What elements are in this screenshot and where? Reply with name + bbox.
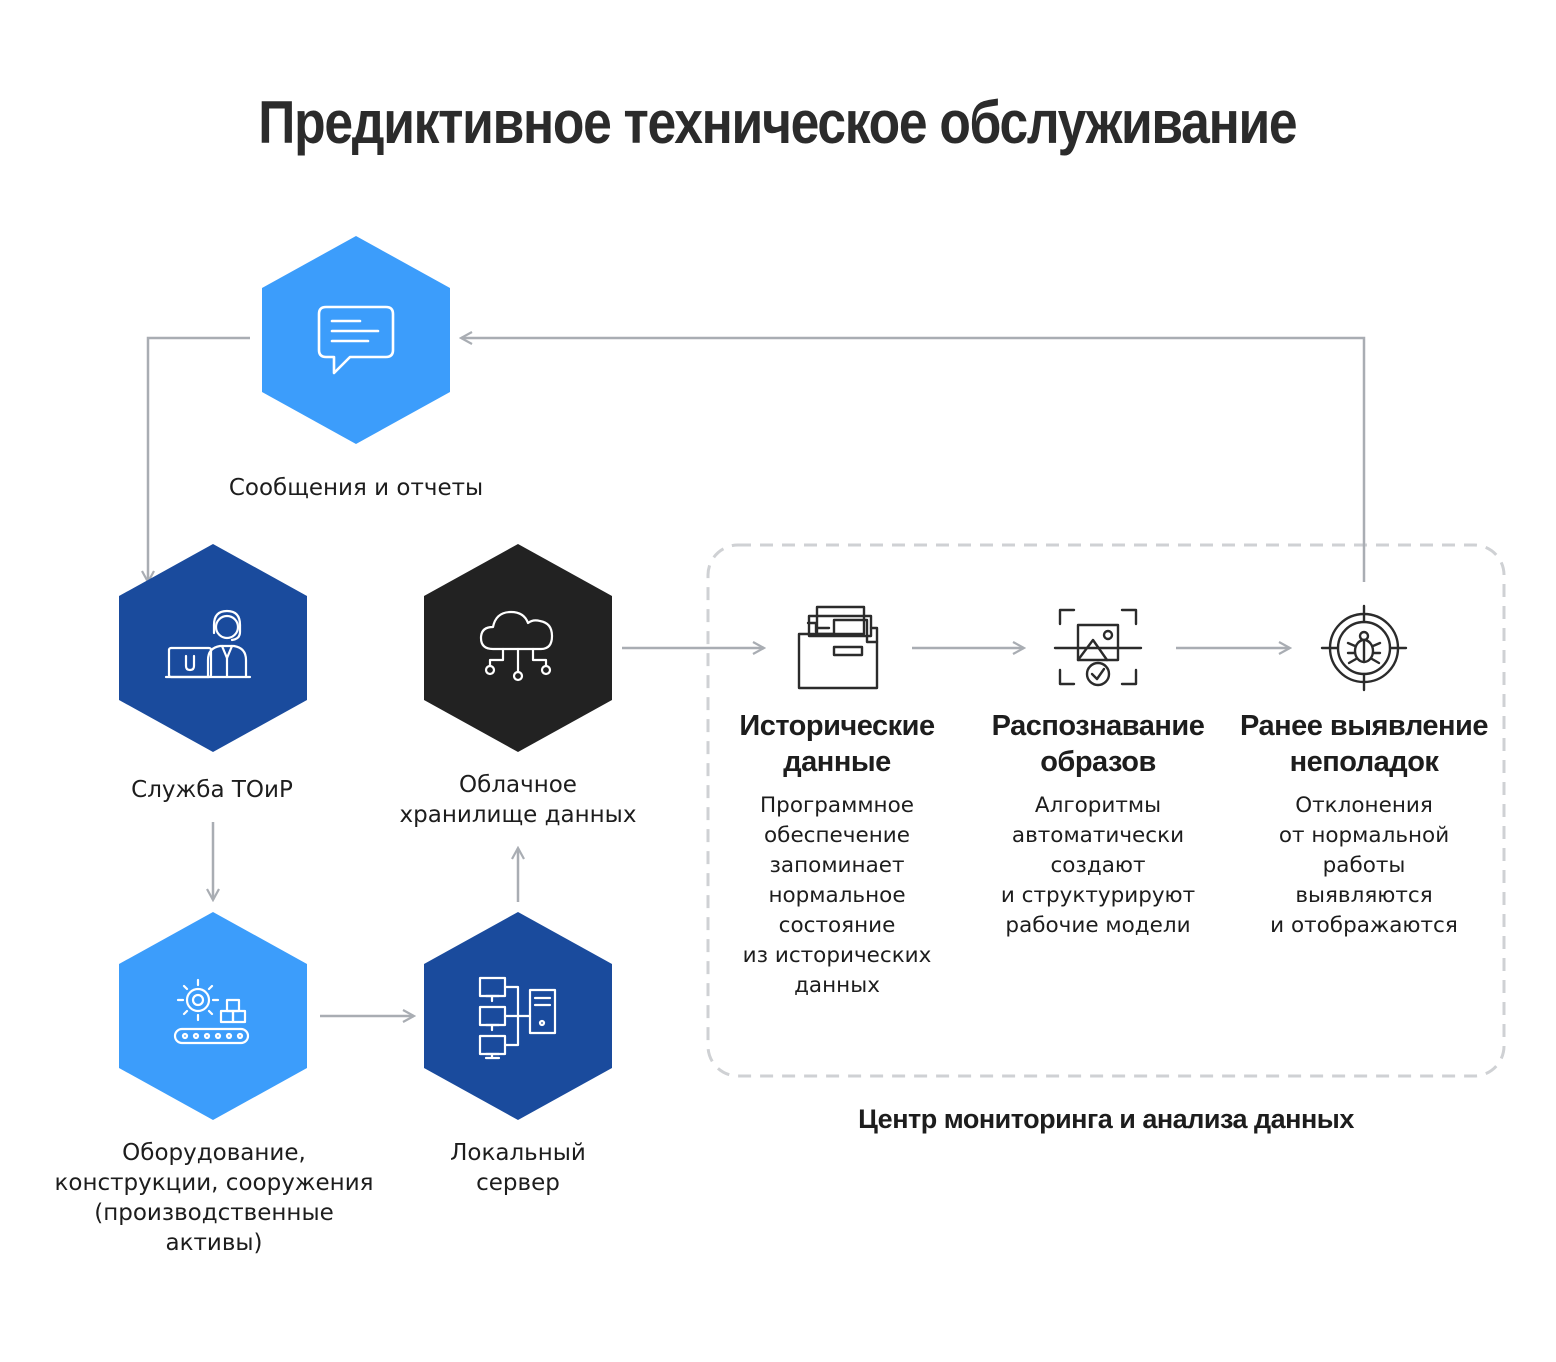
- arrow-messages-to-service: [148, 336, 250, 582]
- local-server-label: Локальный сервер: [368, 1138, 668, 1198]
- step-history-title: Исторические данные: [722, 708, 952, 780]
- step-pattern-title: Распознавание образов: [973, 708, 1223, 780]
- local-server-label-line: Локальный: [450, 1140, 586, 1166]
- step-detection-title-line: Ранее выявление: [1239, 710, 1489, 742]
- step-pattern-desc-line: и структурируют: [1000, 883, 1196, 908]
- step-pattern-description: Алгоритмы автоматически создают и структ…: [973, 791, 1223, 941]
- folder-documents-icon: [797, 605, 879, 690]
- step-detection-desc-line: Отклонения: [1295, 793, 1433, 818]
- step-pattern-desc-line: рабочие модели: [1005, 913, 1191, 938]
- step-history-title-line: Исторические: [739, 710, 935, 742]
- cloud-label-line: хранилище данных: [399, 802, 637, 828]
- image-scan-icon: [1053, 608, 1143, 687]
- equipment-hexagon: [119, 912, 307, 1120]
- step-detection-description: Отклонения от нормальной работы выявляют…: [1234, 791, 1494, 941]
- equipment-label-line: активы): [165, 1230, 263, 1256]
- step-detection-desc-line: и отображаются: [1270, 913, 1458, 938]
- step-history-title-line: данные: [783, 746, 891, 778]
- messages-label: Сообщения и отчеты: [228, 475, 484, 501]
- step-pattern-title-line: образов: [1040, 746, 1156, 778]
- step-history-desc-line: из исторических: [742, 943, 932, 968]
- step-pattern-title-line: Распознавание: [991, 710, 1205, 742]
- connectors: [148, 336, 1366, 1016]
- step-history-desc-line: Программное: [760, 793, 914, 818]
- step-pattern-desc-line: автоматически: [1011, 823, 1185, 848]
- monitoring-center-frame: [706, 543, 1506, 1078]
- gear-conveyor-icon: [173, 978, 250, 1045]
- bug-target-icon: [1320, 604, 1408, 692]
- step-history-desc-line: данных: [794, 973, 880, 998]
- service-label: Служба ТОиР: [131, 777, 293, 803]
- cloud-network-icon: [479, 610, 554, 682]
- step-history-desc-line: запоминает: [769, 853, 905, 878]
- step-detection-desc-line: работы: [1322, 853, 1406, 878]
- equipment-label: Оборудование, конструкции, сооружения (п…: [14, 1138, 414, 1258]
- step-detection-title-line: неполадок: [1289, 746, 1439, 778]
- step-history-desc-line: обеспечение: [764, 823, 910, 848]
- monitoring-center-label: Центр мониторинга и анализа данных: [858, 1104, 1354, 1134]
- cloud-label-line: Облачное: [459, 772, 577, 798]
- step-detection-title: Ранее выявление неполадок: [1234, 708, 1494, 780]
- step-history-description: Программное обеспечение запоминает норма…: [722, 791, 952, 1001]
- equipment-label-line: конструкции, сооружения: [54, 1170, 374, 1196]
- step-pattern-desc-line: создают: [1050, 853, 1146, 878]
- chat-bubble-icon: [317, 305, 395, 375]
- page-title: Предиктивное техническое обслуживание: [258, 89, 1297, 156]
- step-detection-desc-line: от нормальной: [1278, 823, 1450, 848]
- local-server-label-line: сервер: [476, 1170, 560, 1196]
- step-history-desc-line: нормальное: [768, 883, 906, 908]
- step-history-desc-line: состояние: [778, 913, 896, 938]
- step-detection-desc-line: выявляются: [1295, 883, 1433, 908]
- server-network-icon: [478, 976, 557, 1060]
- cloud-label: Облачное хранилище данных: [368, 770, 668, 830]
- equipment-label-line: Оборудование,: [122, 1140, 306, 1166]
- technician-laptop-icon: [164, 609, 252, 679]
- arrow-detection-to-messages: [461, 338, 1366, 582]
- equipment-label-line: (производственные: [94, 1200, 334, 1226]
- step-pattern-desc-line: Алгоритмы: [1034, 793, 1162, 818]
